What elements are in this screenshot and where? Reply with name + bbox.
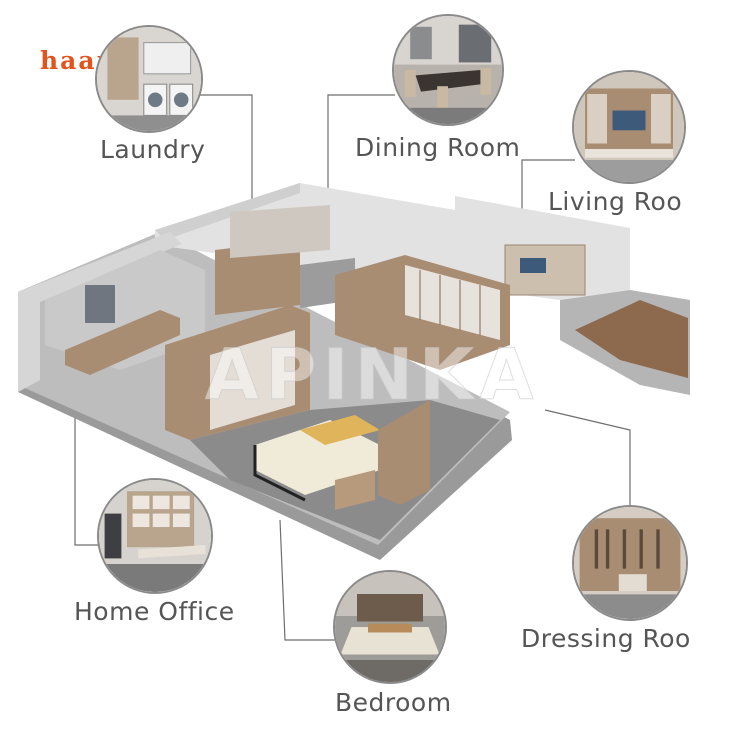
label-living-room: Living Roo bbox=[548, 187, 683, 216]
label-bedroom: Bedroom bbox=[335, 688, 452, 717]
kitchen-cabinet bbox=[215, 240, 300, 315]
office-desk bbox=[65, 310, 180, 375]
bedroom-wardrobe bbox=[378, 400, 430, 505]
left-wall bbox=[18, 232, 182, 392]
label-home-office: Home Office bbox=[74, 597, 235, 626]
connector-bedroom bbox=[279, 519, 335, 641]
bedroom-thumbnail bbox=[333, 570, 447, 684]
label-laundry: Laundry bbox=[100, 135, 206, 164]
laundry-thumbnail bbox=[95, 25, 203, 133]
dressing-room-thumbnail bbox=[572, 505, 688, 621]
connector-dressing bbox=[544, 409, 631, 505]
living-rug bbox=[575, 300, 688, 378]
watermark: APINKA bbox=[205, 334, 540, 417]
label-dressing-room: Dressing Roo bbox=[521, 624, 691, 653]
connector-office bbox=[74, 415, 102, 546]
label-dining-room: Dining Room bbox=[355, 133, 521, 162]
connector-laundry bbox=[195, 94, 253, 205]
living-room-thumbnail bbox=[572, 70, 686, 184]
home-office-thumbnail bbox=[97, 478, 213, 594]
bed bbox=[255, 420, 380, 495]
dining-room-thumbnail bbox=[392, 14, 504, 126]
